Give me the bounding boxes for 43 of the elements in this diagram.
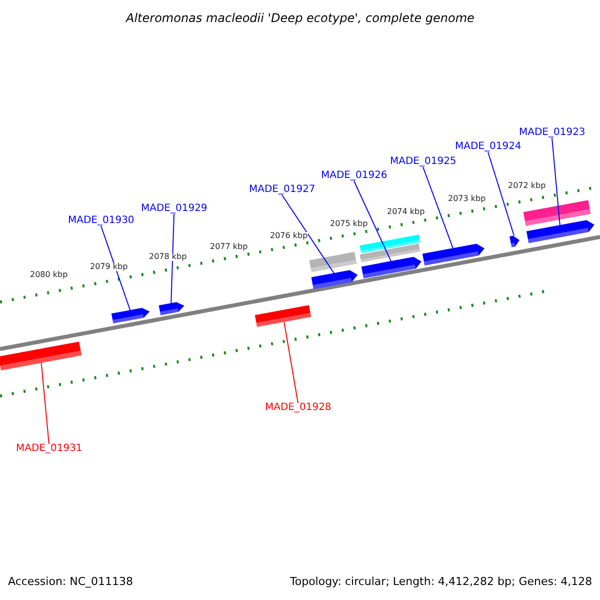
gene-label: MADE_01926 [321,171,388,181]
leader-line [170,214,174,304]
leader-line [422,166,454,249]
gene-feature [422,244,484,266]
gene-feature [361,256,422,278]
gene-feature [510,236,520,248]
gene-feature [311,270,358,290]
leader-line [282,194,334,274]
scale-label: 2075 kbp [330,220,368,228]
leader-line [284,321,298,404]
scale-label: 2078 kbp [149,253,187,261]
leader-line [488,152,514,236]
gene-block [360,244,420,262]
gene-label: MADE_01925 [390,157,456,167]
leader-line [354,180,392,262]
leader-line [552,138,560,226]
gene-feature [158,302,184,316]
title: Alteromonas macleodii 'Deep ecotype', complete genome [126,12,474,24]
scale-label: 2072 kbp [508,182,546,190]
scale-label: 2079 kbp [90,263,128,271]
gene-label: MADE_01930 [68,216,134,226]
gene-block [309,252,357,272]
gene-label: MADE_01927 [249,185,316,195]
leader-line [40,362,50,444]
scale-label: 2077 kbp [210,243,248,251]
accession-text: Accession: NC_011138 [8,576,134,587]
scale-label: 2080 kbp [30,271,68,279]
gene-label: MADE_01923 [519,128,586,138]
gene-feature [526,220,594,244]
gene-feature [111,308,150,324]
gene-label: MADE_01931 [16,444,82,454]
scale-label: 2074 kbp [387,208,425,216]
leader-line [100,226,131,311]
gene-block [360,234,420,254]
gene-block [523,200,591,226]
genome-stats-text: Topology: circular; Length: 4,412,282 bp; Genes: 4,128 [290,576,592,587]
gene-block [0,342,82,370]
scale-label: 2073 kbp [448,195,486,203]
gene-label: MADE_01924 [455,142,522,152]
gene-label: MADE_01928 [265,403,332,413]
gene-block [254,305,312,327]
scale-label: 2076 kbp [270,232,308,240]
gene-label: MADE_01929 [141,204,208,214]
